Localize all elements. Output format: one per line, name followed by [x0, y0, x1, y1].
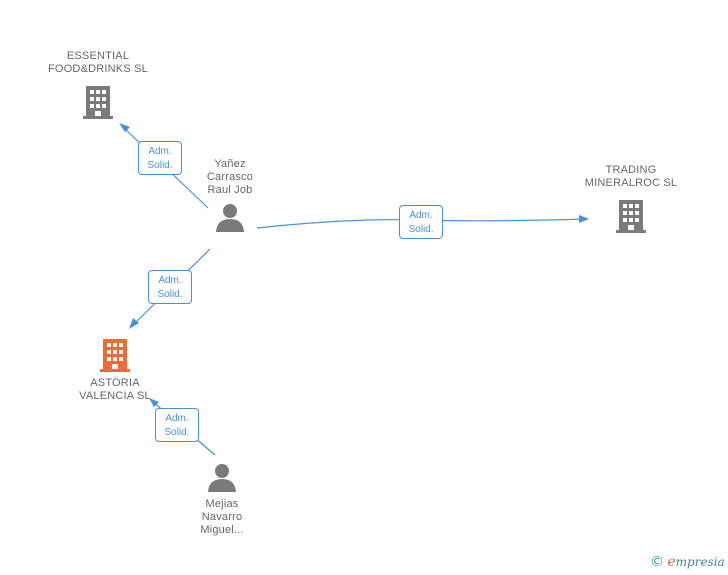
edge-label-line1: Adm.: [158, 275, 182, 286]
edge-label-line2: Solid.: [157, 289, 183, 300]
edge-label-line2: Solid.: [147, 160, 173, 171]
edge-label-yanez-trading[interactable]: Adm. Solid.: [399, 205, 443, 239]
node-label: ASTORIA VALENCIA SL: [79, 377, 151, 402]
arrowhead-astoria-2: [149, 398, 159, 407]
edge-label-line2: Solid.: [164, 427, 190, 438]
brand-logo-e: e: [667, 554, 676, 570]
node-label: Yañez Carrasco Raul Job: [206, 158, 254, 196]
node-label: ESSENTIAL FOOD&DRINKS SL: [48, 50, 148, 75]
building-icon: [616, 200, 646, 233]
brand-logo-text: mpresia: [675, 555, 725, 569]
edge-label-yanez-astoria[interactable]: Adm. Solid.: [148, 270, 192, 304]
edge-label-yanez-essential[interactable]: Adm. Solid.: [138, 141, 182, 175]
edge-label-line2: Solid.: [408, 224, 434, 235]
node-astoria-valencia[interactable]: ASTORIA VALENCIA SL: [55, 337, 175, 403]
person-icon: [216, 204, 244, 232]
edge-label-line1: Adm.: [148, 146, 172, 157]
building-icon: [83, 86, 113, 119]
copyright-symbol: ©: [650, 554, 664, 570]
node-essential-food-drinks[interactable]: ESSENTIAL FOOD&DRINKS SL: [38, 50, 158, 120]
node-mejias-navarro[interactable]: Mejias Navarro Miguel...: [172, 462, 272, 537]
arrowhead-trading: [579, 215, 589, 223]
person-icon: [208, 464, 236, 492]
edge-label-line1: Adm.: [165, 413, 189, 424]
node-label: TRADING MINERALROC SL: [584, 164, 678, 189]
arrowhead-essential: [119, 123, 130, 132]
arrowhead-astoria-1: [129, 318, 139, 329]
brand-watermark: © empresia: [650, 554, 725, 570]
building-icon: [100, 339, 130, 372]
node-trading-mineralroc[interactable]: TRADING MINERALROC SL: [571, 164, 691, 234]
node-yanez-carrasco[interactable]: Yañez Carrasco Raul Job: [180, 158, 280, 232]
node-label: Mejias Navarro Miguel...: [200, 498, 244, 536]
edge-label-line1: Adm.: [409, 210, 433, 221]
edge-label-mejias-astoria[interactable]: Adm. Solid.: [155, 408, 199, 442]
